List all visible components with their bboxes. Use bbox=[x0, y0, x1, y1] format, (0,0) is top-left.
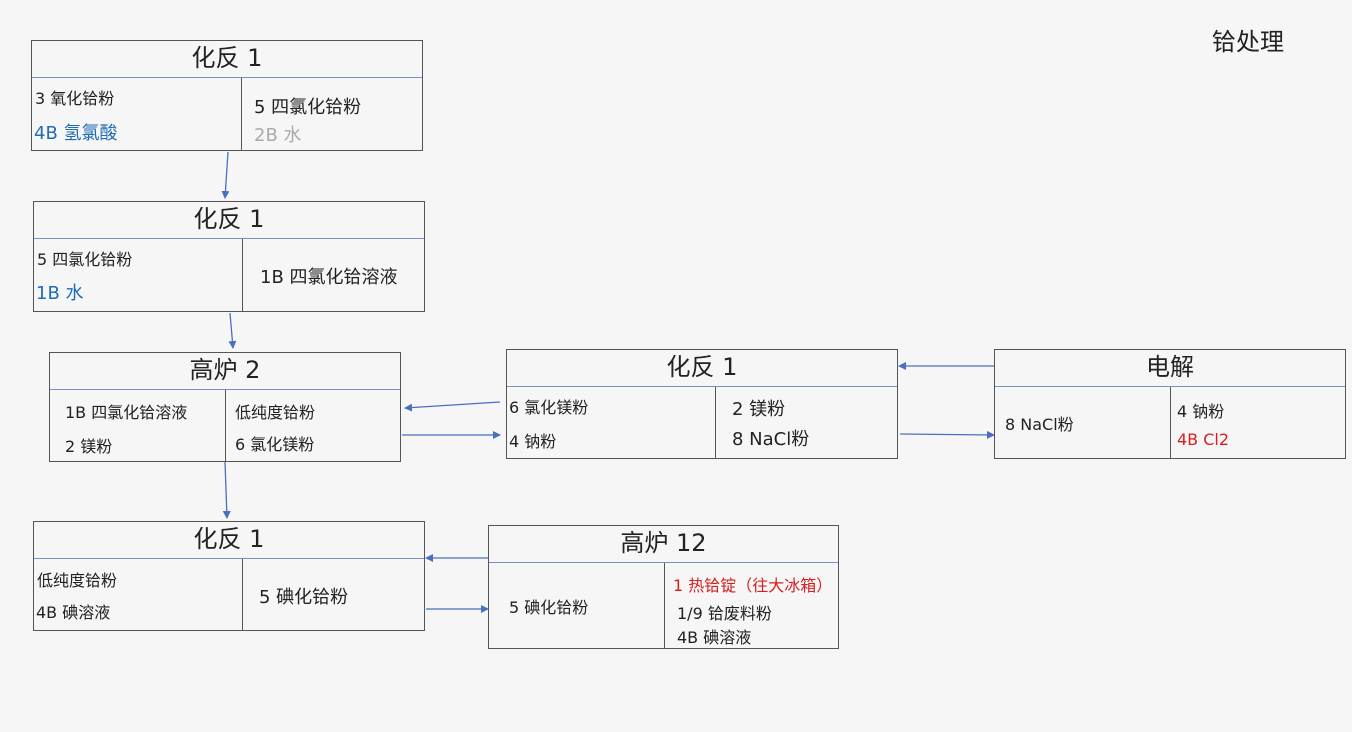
box-title: 化反 1 bbox=[507, 350, 897, 387]
process-box-1: 化反 1 3 氧化铪粉 4B 氢氯酸 5 四氯化铪粉 2B 水 bbox=[31, 40, 423, 151]
process-box-4: 化反 1 6 氯化镁粉 4 钠粉 2 镁粉 8 NaCl粉 bbox=[506, 349, 898, 459]
input-item: 低纯度铪粉 bbox=[37, 571, 118, 590]
box-title: 高炉 2 bbox=[50, 353, 400, 390]
output-item: 1B 四氯化铪溶液 bbox=[260, 267, 398, 288]
output-item: 5 碘化铪粉 bbox=[259, 587, 349, 608]
arrow-b1-b2 bbox=[221, 151, 230, 199]
arrow-b4-b3 bbox=[404, 401, 501, 412]
box-title: 化反 1 bbox=[34, 202, 424, 239]
input-item: 2 镁粉 bbox=[65, 437, 113, 456]
process-box-5: 电解 8 NaCl粉 4 钠粉 4B Cl2 bbox=[994, 349, 1346, 459]
input-item: 5 四氯化铪粉 bbox=[37, 250, 133, 269]
process-box-3: 高炉 2 1B 四氯化铪溶液 2 镁粉 低纯度铪粉 6 氯化镁粉 bbox=[49, 352, 401, 462]
input-item: 4B 碘溶液 bbox=[36, 603, 111, 622]
output-item: 6 氯化镁粉 bbox=[235, 435, 315, 454]
output-item: 2 镁粉 bbox=[732, 399, 786, 420]
input-item: 1B 水 bbox=[36, 283, 84, 304]
output-item: 4 钠粉 bbox=[1177, 402, 1225, 421]
input-item: 1B 四氯化铪溶液 bbox=[65, 403, 188, 422]
output-item: 4B Cl2 bbox=[1177, 430, 1230, 449]
input-item: 5 碘化铪粉 bbox=[509, 598, 589, 617]
box-title: 电解 bbox=[995, 350, 1345, 387]
output-item: 5 四氯化铪粉 bbox=[254, 97, 362, 118]
box-title: 化反 1 bbox=[32, 41, 422, 78]
output-item: 低纯度铪粉 bbox=[235, 403, 316, 422]
output-item: 4B 碘溶液 bbox=[677, 628, 752, 647]
arrow-b3-b6 bbox=[222, 461, 231, 519]
page-title: 铪处理 bbox=[1212, 28, 1284, 56]
process-box-2: 化反 1 5 四氯化铪粉 1B 水 1B 四氯化铪溶液 bbox=[33, 201, 425, 312]
process-box-7: 高炉 12 5 碘化铪粉 1 热铪锭（往大冰箱） 1/9 铪废料粉 4B 碘溶液 bbox=[488, 525, 839, 649]
output-item: 1 热铪锭（往大冰箱） bbox=[673, 576, 833, 595]
output-item: 8 NaCl粉 bbox=[732, 429, 810, 450]
input-item: 6 氯化镁粉 bbox=[509, 398, 589, 417]
input-item: 3 氧化铪粉 bbox=[35, 89, 115, 108]
arrow-b2-b3 bbox=[228, 312, 237, 349]
output-item: 2B 水 bbox=[254, 125, 302, 146]
input-item: 4 钠粉 bbox=[509, 432, 557, 451]
input-item: 8 NaCl粉 bbox=[1005, 415, 1074, 434]
process-box-6: 化反 1 低纯度铪粉 4B 碘溶液 5 碘化铪粉 bbox=[33, 521, 425, 631]
box-title: 化反 1 bbox=[34, 522, 424, 559]
input-item: 4B 氢氯酸 bbox=[34, 123, 118, 144]
output-item: 1/9 铪废料粉 bbox=[677, 604, 772, 623]
box-title: 高炉 12 bbox=[489, 526, 838, 563]
arrow-b4-b5 bbox=[899, 430, 995, 439]
